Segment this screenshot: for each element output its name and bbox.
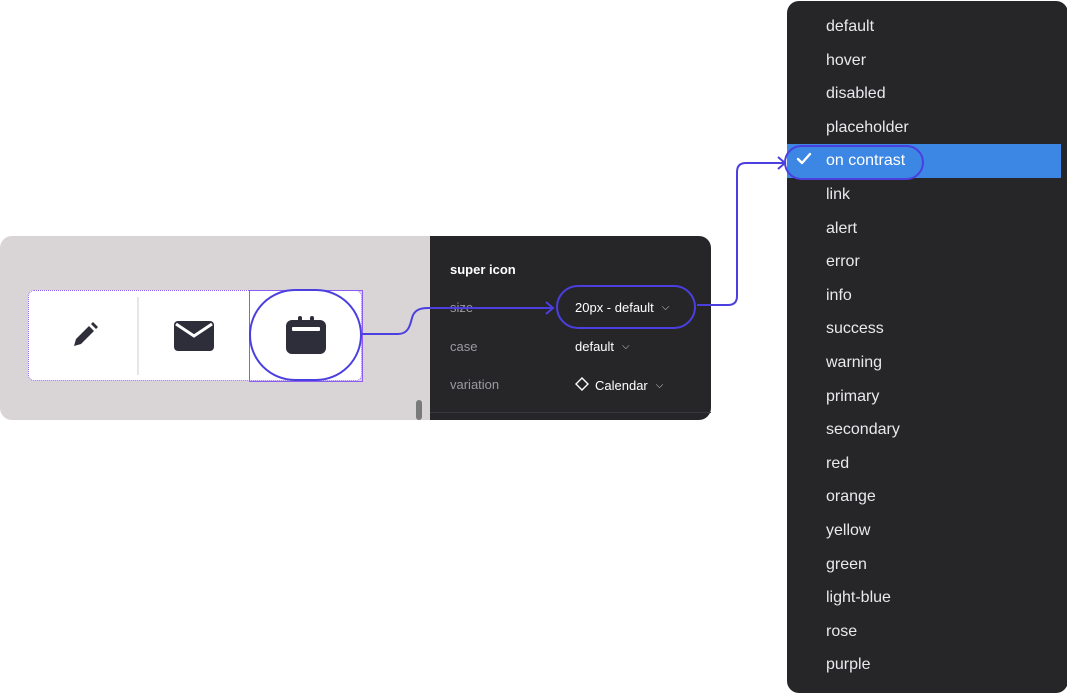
dropdown-option-label: rose [826,622,858,640]
chevron-down-icon: ⌵ [661,302,670,313]
dropdown-option-green[interactable]: green [787,548,1061,582]
case-label: case [450,339,478,354]
dropdown-option-info[interactable]: info [787,279,1061,313]
dropdown-option-orange[interactable]: orange [787,480,1061,514]
panel-title: super icon [450,262,516,277]
chevron-down-icon: ⌵ [655,380,664,391]
diamond-icon [575,377,589,394]
dropdown-option-on-contrast[interactable]: on contrast [787,144,1061,179]
dropdown-option-label: secondary [826,421,900,439]
dropdown-option-label: light-blue [826,589,891,607]
dropdown-option-secondary[interactable]: secondary [787,413,1061,447]
variation-label: variation [450,377,500,392]
dropdown-option-label: placeholder [826,118,909,136]
dropdown-option-label: purple [826,656,871,674]
dropdown-option-light-blue[interactable]: light-blue [787,581,1061,615]
icon-cell-pencil[interactable] [29,291,138,380]
color-dropdown: default hover disabled placeholder on contra… [787,1,1067,693]
dropdown-option-hover[interactable]: hover [787,44,1061,78]
dropdown-option-label: success [826,320,884,338]
dropdown-option-error[interactable]: error [787,245,1061,279]
dropdown-option-placeholder[interactable]: placeholder [787,111,1061,145]
dropdown-option-label: red [826,454,850,472]
dropdown-option-label: link [826,186,851,203]
calendar-icon-cell[interactable] [249,289,362,381]
pencil-icon [64,316,104,356]
dropdown-option-label: warning [826,354,883,371]
dropdown-option-label: yellow [826,522,871,539]
dropdown-option-label: green [826,555,867,573]
variation-value: Calendar [595,378,648,393]
dropdown-option-primary[interactable]: primary [787,380,1061,414]
dropdown-option-warning[interactable]: warning [787,346,1061,380]
dropdown-option-red[interactable]: red [787,447,1061,481]
dropdown-option-alert[interactable]: alert [787,212,1061,246]
dropdown-option-yellow[interactable]: yellow [787,514,1061,548]
dropdown-option-success[interactable]: success [787,312,1061,346]
dropdown-option-label: disabled [826,85,886,103]
dropdown-option-label: default [826,18,875,35]
panel-divider [430,412,711,413]
dropdown-option-label: primary [826,387,880,405]
chevron-down-icon: ⌵ [622,341,630,352]
variation-select[interactable]: Calendar ⌵ [575,377,663,394]
dropdown-option-disabled[interactable]: disabled [787,77,1061,111]
size-value: 20px - default [575,300,654,315]
calendar-icon [284,313,328,357]
envelope-icon [172,318,216,354]
icon-cell-envelope[interactable] [139,291,249,380]
dropdown-option-default[interactable]: default [787,10,1061,44]
size-highlight [556,285,696,329]
size-select[interactable]: 20px - default ⌵ [575,300,669,315]
case-select[interactable]: default ⌵ [575,339,630,354]
dropdown-option-label: on contrast [826,152,906,170]
dropdown-option-label: alert [826,219,858,237]
dropdown-option-label: error [826,253,860,271]
dropdown-option-purple[interactable]: purple [787,648,1061,682]
case-value: default [575,339,615,354]
dropdown-option-link[interactable]: link [787,178,1061,212]
dropdown-option-label: orange [826,488,876,506]
canvas-scrollbar[interactable] [416,400,422,420]
check-icon [796,151,812,172]
dropdown-option-rose[interactable]: rose [787,615,1061,649]
dropdown-option-label: info [826,286,852,304]
dropdown-option-label: hover [826,51,867,69]
icon-divider [137,297,139,375]
